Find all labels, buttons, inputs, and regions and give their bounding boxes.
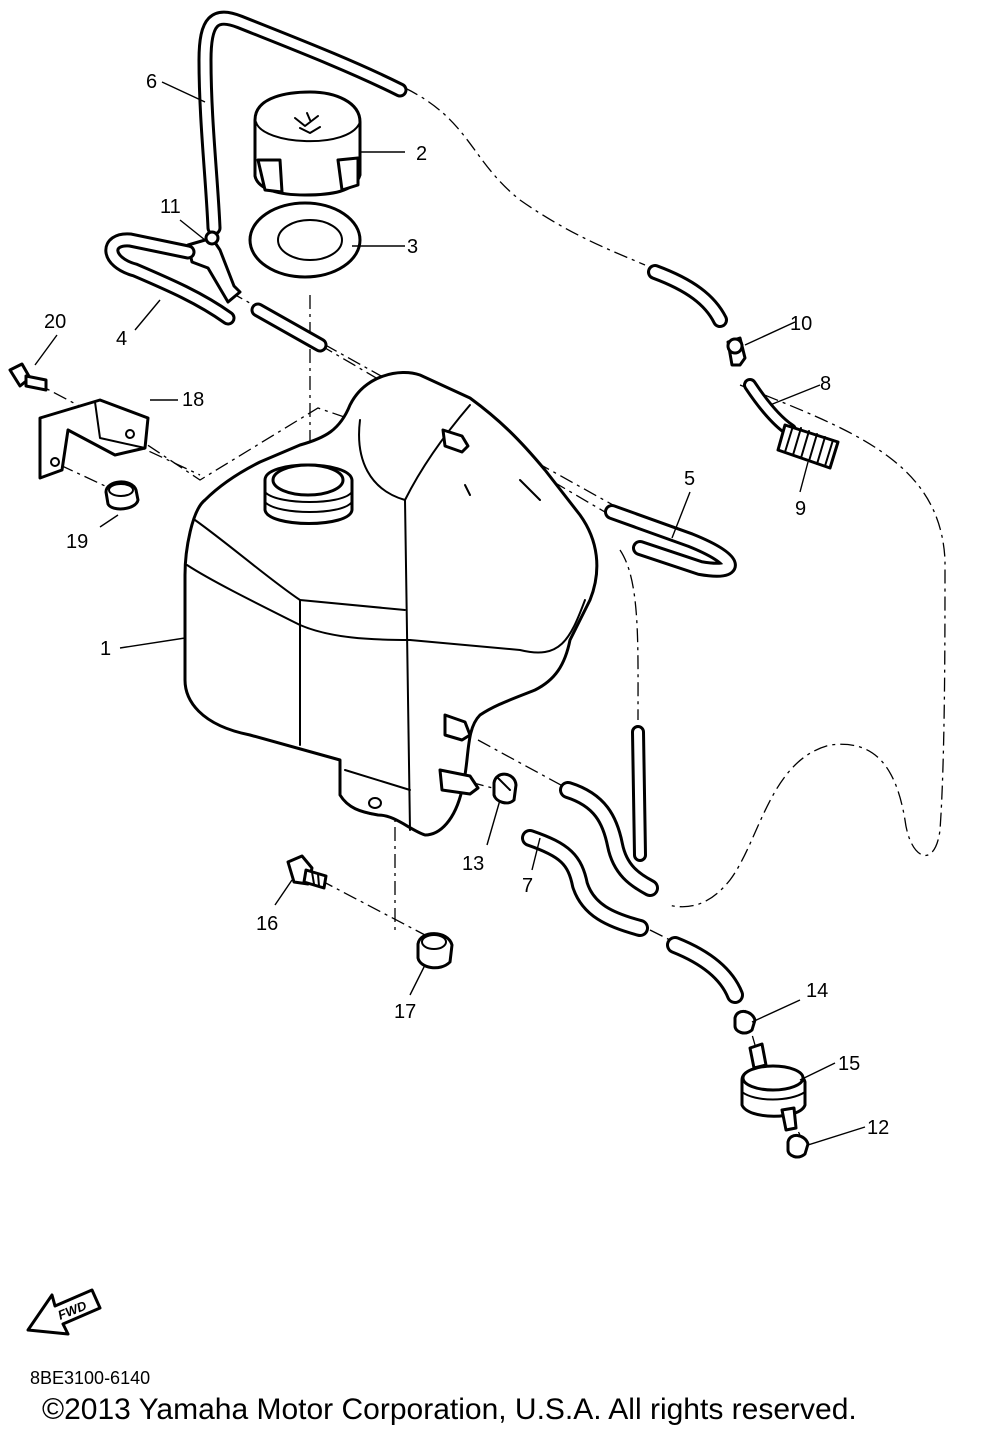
part-7-hose-segment — [631, 725, 647, 862]
callout-18: 18 — [182, 389, 204, 411]
callout-labels: 1 2 3 4 5 6 7 8 9 10 11 12 13 14 15 16 1… — [44, 71, 889, 1139]
part-10-joint — [726, 336, 747, 367]
part-12-clamp — [786, 1134, 810, 1159]
callout-14: 14 — [806, 980, 828, 1002]
part-1-fuel-tank — [183, 371, 599, 837]
callout-6: 6 — [146, 71, 157, 93]
callout-13: 13 — [462, 853, 484, 875]
callout-19: 19 — [66, 531, 88, 553]
callout-10: 10 — [790, 313, 812, 335]
callout-8: 8 — [820, 373, 831, 395]
part-19-nut — [104, 480, 140, 511]
callout-16: 16 — [256, 913, 278, 935]
part-6-vent-hose — [197, 10, 408, 236]
callout-7: 7 — [522, 875, 533, 897]
part-2-tank-cap — [253, 90, 362, 197]
part-4-breather-hose — [104, 232, 328, 353]
part-16-bolt — [286, 854, 328, 890]
part-17-grommet — [416, 932, 454, 970]
callout-2: 2 — [416, 143, 427, 165]
callout-9: 9 — [795, 498, 806, 520]
callout-1: 1 — [100, 638, 111, 660]
callout-11: 11 — [160, 196, 181, 218]
part-20-bolt — [8, 362, 48, 392]
part-14-clamp — [733, 1010, 757, 1035]
part-15-fuel-filter — [740, 1042, 807, 1132]
callout-15: 15 — [838, 1053, 860, 1075]
part-9-protector — [776, 423, 840, 470]
part-6-vent-hose-segment — [647, 264, 728, 328]
drawing-code: 8BE3100-6140 — [30, 1368, 151, 1388]
part-7-fuel-hose — [521, 781, 744, 1004]
part-3-gasket — [248, 201, 362, 279]
callout-12: 12 — [867, 1117, 889, 1139]
callout-4: 4 — [116, 328, 127, 350]
callout-17: 17 — [394, 1001, 416, 1023]
part-8-hose — [743, 378, 797, 437]
copyright-notice: ©2013 Yamaha Motor Corporation, U.S.A. A… — [42, 1393, 857, 1426]
part-11-tee-fitting — [186, 230, 242, 304]
callout-5: 5 — [684, 468, 695, 490]
callout-20: 20 — [44, 311, 66, 333]
fwd-arrow-icon: FWD — [26, 1288, 102, 1336]
leader-lines — [34, 81, 866, 1146]
part-13-clamp — [492, 772, 518, 805]
callout-3: 3 — [407, 236, 418, 258]
part-5-hose — [604, 504, 737, 578]
part-18-bracket — [38, 398, 150, 480]
